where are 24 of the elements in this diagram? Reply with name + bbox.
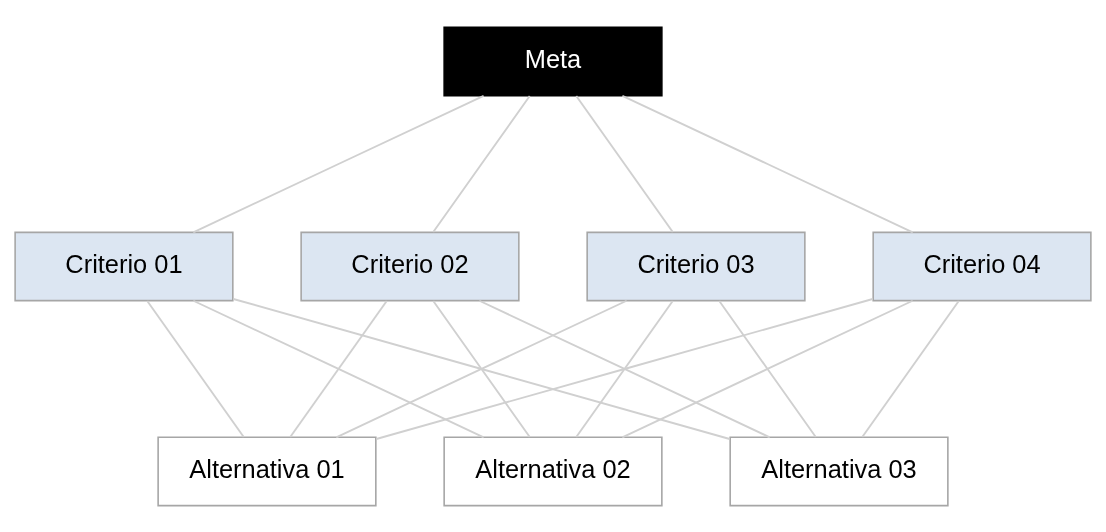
node-box: Alternativa 03 xyxy=(729,436,949,506)
node-box: Criterio 03 xyxy=(586,231,806,301)
connector xyxy=(192,299,485,438)
connector xyxy=(432,299,531,438)
node-box: Criterio 01 xyxy=(14,231,234,301)
connector xyxy=(861,299,960,438)
connector xyxy=(432,94,531,233)
connector xyxy=(621,299,914,438)
connector xyxy=(232,297,731,440)
connector xyxy=(289,299,388,438)
connector xyxy=(621,94,914,233)
node-box: Criterio 04 xyxy=(872,231,1092,301)
connector xyxy=(478,299,771,438)
node-box: Criterio 02 xyxy=(300,231,520,301)
node-box: Meta xyxy=(443,26,663,96)
connector xyxy=(335,299,628,438)
node-box: Alternativa 02 xyxy=(443,436,663,506)
connector xyxy=(375,297,874,440)
connector xyxy=(146,299,245,438)
connector xyxy=(192,94,485,233)
connector xyxy=(718,299,817,438)
node-box: Alternativa 01 xyxy=(157,436,377,506)
connector xyxy=(575,94,674,233)
connector xyxy=(575,299,674,438)
